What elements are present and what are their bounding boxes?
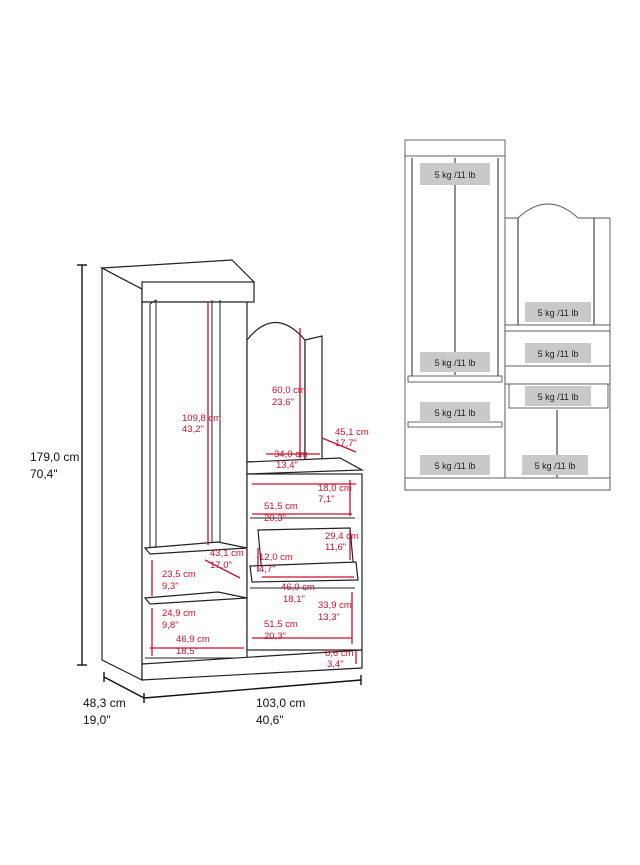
counter-top	[246, 457, 365, 475]
tall-space-cm: 109,8 cm	[182, 413, 221, 424]
top-shelf-h-cm: 18,0 cm	[318, 483, 352, 494]
load-label-left-shelf-1: 5 kg /11 lb	[435, 358, 476, 368]
load-badge-left-shelf-1	[420, 352, 490, 372]
load-badge-right-bottom	[522, 455, 588, 475]
front-mirror	[504, 203, 611, 326]
top-shelf-w-cm: 51,5 cm	[264, 501, 298, 512]
front-top-rail	[404, 139, 506, 157]
shelf1-h-cm: 23,5 cm	[162, 569, 196, 580]
left-side-panel	[101, 267, 143, 681]
depth-cm-label: 48,3 cm	[83, 696, 126, 710]
width-in-label: 40,6"	[256, 713, 284, 727]
left-w-cm: 46,9 cm	[176, 634, 210, 645]
load-label-left-shelf-2: 5 kg /11 lb	[435, 408, 476, 418]
load-label-right-shelf: 5 kg /11 lb	[538, 349, 579, 359]
bottom-h-in: 13,3"	[318, 612, 340, 623]
top-front-rail	[141, 281, 255, 303]
bottom-h-cm: 33,9 cm	[318, 600, 352, 611]
bottom-w-in: 20,3"	[264, 631, 286, 642]
side-depth-in: 17,7"	[335, 438, 357, 449]
drawer-w-in: 18,1"	[283, 594, 305, 605]
mid-space-h-in: 17,0"	[210, 560, 232, 571]
plinth	[141, 649, 363, 681]
load-diagram: 5 kg /11 lb 5 kg /11 lb 5 kg /11 lb 5 kg…	[404, 139, 611, 491]
left-w-in: 18,5"	[176, 646, 198, 657]
depth-in-label: 19,0"	[83, 713, 111, 727]
height-cm-label: 179,0 cm	[30, 450, 79, 464]
top-shelf-h-in: 7,1"	[318, 494, 335, 505]
mid-space-h-cm: 43,1 cm	[210, 548, 244, 559]
load-badge-top	[420, 163, 490, 185]
load-badge-left-shelf-2	[420, 402, 490, 422]
load-label-right-bottom: 5 kg /11 lb	[535, 461, 576, 471]
inner-left-wall	[149, 299, 157, 551]
mirror-side	[304, 335, 323, 463]
shelf2-h-cm: 24,9 cm	[162, 608, 196, 619]
shelf1-h-in: 9,3"	[162, 581, 179, 592]
load-badge-drawer	[525, 386, 591, 406]
height-in-label: 70,4"	[30, 467, 58, 481]
load-badge-right-shelf	[525, 343, 591, 363]
load-label-left-bottom: 5 kg /11 lb	[435, 461, 476, 471]
load-label-top: 5 kg /11 lb	[435, 170, 476, 180]
drawer-h-in: 4,7"	[259, 564, 276, 575]
top-shelf-w-in: 20,3"	[264, 513, 286, 524]
base-h-in: 3,4"	[327, 659, 344, 670]
load-badge-left-bottom	[420, 455, 490, 475]
front-counter	[504, 324, 611, 332]
shelf2-h-in: 9,8"	[162, 620, 179, 631]
front-left-shelf-2	[407, 421, 503, 428]
tall-space-in: 43,2"	[182, 424, 204, 435]
mirror-w-cm: 34,0 cm	[274, 449, 308, 460]
drawer-h2-in: 11,6"	[325, 542, 346, 553]
drawer-w-cm: 46,0 cm	[281, 582, 315, 593]
mirror-h-in: 23,6"	[272, 397, 294, 408]
width-cm-label: 103,0 cm	[256, 696, 305, 710]
dimension-drawing: 179,0 cm 70,4" 48,3 cm 19,0" 103,0 cm 40…	[30, 259, 369, 727]
drawer-h-cm: 12,0 cm	[259, 552, 293, 563]
mirror-w-in: 13,4"	[276, 460, 298, 471]
drawer-h2-cm: 29,4 cm	[325, 531, 359, 542]
load-badge-mirror-shelf	[525, 302, 591, 322]
base-h-cm: 8,6 cm	[325, 648, 354, 659]
front-left-shelf-1	[407, 375, 503, 383]
front-plinth	[404, 477, 611, 491]
side-depth-cm: 45,1 cm	[335, 427, 369, 438]
mirror-h-cm: 60,0 cm	[272, 385, 306, 396]
load-label-mirror-shelf: 5 kg /11 lb	[538, 308, 579, 318]
front-drawer-top	[504, 365, 611, 385]
load-label-drawer: 5 kg /11 lb	[538, 392, 579, 402]
bottom-w-cm: 51,5 cm	[264, 619, 298, 630]
